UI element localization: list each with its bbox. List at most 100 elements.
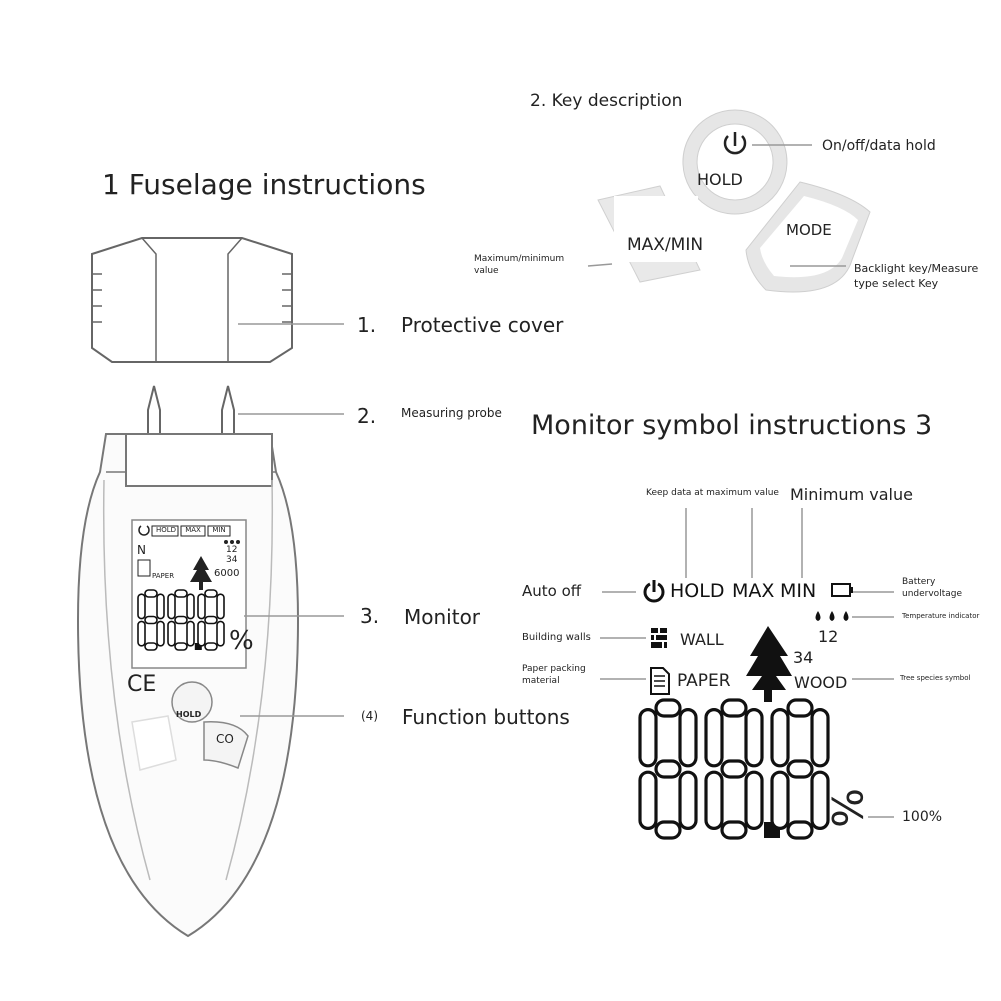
lcd-digit-1-segment-a	[174, 589, 188, 598]
key-mode-label: MODE	[786, 221, 832, 239]
key-maxmin-description: Maximum/minimum value	[474, 254, 565, 276]
small-hold-button-label: HOLD	[176, 710, 202, 719]
lcd-paper: PAPER	[677, 671, 731, 691]
label-minimum-value: Minimum value	[790, 485, 913, 504]
key-leaders	[587, 144, 846, 267]
small-lcd-wood-code: 6000	[214, 568, 240, 579]
lcd-digit-2-segment-c	[216, 620, 225, 647]
lcd-percent: %	[822, 788, 871, 828]
lcd-digit-0-segment-b	[156, 593, 165, 620]
small-lcd-paper: PAPER	[152, 572, 175, 580]
lcd-digit-2-segment-c	[810, 770, 830, 831]
key-hold-description: On/off/data hold	[822, 138, 936, 154]
lcd-digit-1-segment-g	[720, 759, 748, 779]
label-tree-species: Tree species symbol	[900, 674, 971, 682]
lcd-digit-1-segment-f	[704, 707, 724, 768]
lcd-digit-0-segment-c	[678, 770, 698, 831]
small-co-label: CO	[216, 732, 234, 746]
small-lcd-digits	[137, 589, 225, 651]
lcd-digit-0-segment-d	[654, 820, 682, 840]
lcd-digit-2-segment-g	[204, 615, 218, 625]
lcd-digit-2-segment-b	[810, 707, 830, 768]
part-number-3: 3.	[360, 604, 380, 628]
key-hold-label: HOLD	[697, 170, 743, 189]
lcd-digit-1-segment-d	[720, 820, 748, 840]
lcd-digit-1-segment-f	[167, 593, 176, 620]
part-number-4: (4)	[361, 709, 378, 723]
lcd-digit-2-segment-a	[786, 698, 814, 718]
part-label-protective-cover: Protective cover	[401, 313, 564, 337]
lcd-digit-1-segment-c	[186, 620, 195, 647]
lcd-digit-2-segment-f	[197, 593, 206, 620]
label-100-percent: 100%	[902, 809, 943, 825]
part-label-monitor: Monitor	[404, 605, 481, 629]
lcd-digit-0-segment-a	[654, 698, 682, 718]
key-buttons	[597, 109, 871, 293]
small-lcd-min: MIN	[212, 526, 226, 534]
small-lcd-34: 34	[226, 555, 238, 565]
small-lcd-percent: %	[229, 626, 254, 656]
label-auto-off: Auto off	[522, 582, 582, 600]
lcd-digit-2-segment-a	[204, 589, 218, 598]
lcd-digit-0-segment-f	[638, 707, 658, 768]
label-battery-undervoltage: Battery undervoltage	[902, 577, 962, 599]
part-label-measuring-probe: Measuring probe	[401, 406, 502, 420]
key-mode-description-line1: Backlight key/Measure	[854, 262, 979, 275]
label-keep-max: Keep data at maximum value	[646, 488, 779, 498]
key-mode-description-line2: type select Key	[854, 277, 939, 290]
small-lcd-max: MAX	[185, 526, 201, 534]
small-lcd-n: N	[137, 543, 146, 557]
protective-cover	[91, 237, 293, 363]
lcd-digit-2-segment-e	[770, 770, 790, 831]
lcd-digit-0-segment-e	[638, 770, 658, 831]
small-lcd-hold: HOLD	[155, 526, 177, 534]
lcd-digit-1-segment-e	[704, 770, 724, 831]
lcd-digit-1-segment-c	[744, 770, 764, 831]
lcd-digit-2-segment-f	[770, 707, 790, 768]
lcd-digit-1-segment-b	[186, 593, 195, 620]
part-number-1: 1.	[357, 313, 377, 337]
lcd-digit-0-segment-g	[654, 759, 682, 779]
lcd-digit-1-segment-e	[167, 620, 176, 647]
measuring-probes	[147, 385, 235, 436]
label-temperature-indicator: Temperature indicator	[902, 612, 980, 620]
lcd-digit-0-segment-d	[144, 642, 158, 651]
lcd-wall: WALL	[680, 630, 724, 649]
lcd-digit-1-segment-a	[720, 698, 748, 718]
monitor-leaders	[600, 508, 894, 818]
key-maxmin-label: MAX/MIN	[627, 235, 704, 255]
part-label-function-buttons: Function buttons	[402, 705, 570, 729]
lcd-wood: WOOD	[794, 673, 848, 692]
monitor-lcd-digits	[638, 698, 830, 840]
lcd-34: 34	[793, 648, 814, 667]
lcd-digit-0-segment-a	[144, 589, 158, 598]
label-paper-packing: Paper packing material	[522, 664, 586, 686]
lcd-digit-1-segment-d	[174, 642, 188, 651]
fuselage-leaders	[238, 323, 344, 717]
lcd-digit-2-segment-d	[204, 642, 218, 651]
lcd-digit-0-segment-e	[137, 620, 146, 647]
lcd-digit-0-segment-g	[144, 615, 158, 625]
part-number-2: 2.	[357, 404, 377, 428]
lcd-digit-0-segment-f	[137, 593, 146, 620]
heading-keys: 2. Key description	[530, 91, 683, 111]
lcd-decimal-point	[194, 643, 202, 650]
small-buttons	[131, 681, 249, 771]
lcd-min: MIN	[780, 580, 817, 602]
lcd-digit-2-segment-e	[197, 620, 206, 647]
heading-monitor: Monitor symbol instructions 3	[531, 410, 933, 441]
label-building-walls: Building walls	[522, 632, 591, 643]
lcd-digit-1-segment-b	[744, 707, 764, 768]
small-lcd-12: 12	[226, 545, 238, 555]
lcd-digit-1-segment-g	[174, 615, 188, 625]
lcd-digit-0-segment-c	[156, 620, 165, 647]
ce-mark: CE	[127, 672, 157, 697]
heading-fuselage: 1 Fuselage instructions	[102, 168, 426, 201]
lcd-digit-0-segment-b	[678, 707, 698, 768]
lcd-max: MAX	[732, 580, 775, 602]
lcd-digit-2-segment-g	[786, 759, 814, 779]
lcd-12: 12	[818, 627, 839, 646]
lcd-digit-2-segment-d	[786, 820, 814, 840]
lcd-digit-2-segment-b	[216, 593, 225, 620]
